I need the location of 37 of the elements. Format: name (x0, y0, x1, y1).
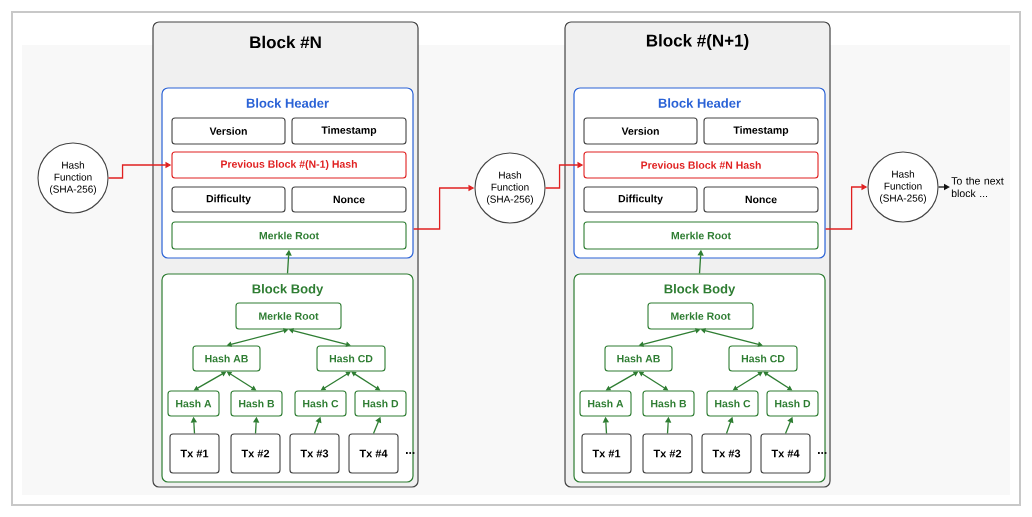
hash-box: Hash AB (192, 345, 261, 372)
hash-box: Hash CD (316, 345, 386, 372)
field-box: Nonce (291, 186, 407, 213)
transaction-box: Tx #2 (642, 433, 693, 474)
hash-box: Hash C (294, 390, 347, 417)
field-box: Timestamp (703, 117, 819, 145)
transaction-box: Tx #3 (289, 433, 340, 474)
note-text: To the next block ... (951, 176, 1004, 198)
field-box: Version (583, 117, 698, 145)
hash-box: Hash A (167, 390, 220, 417)
transaction-box: Tx #1 (581, 433, 632, 474)
field-box: Difficulty (583, 186, 698, 213)
hash-box: Merkle Root (171, 221, 407, 250)
ellipsis-text: ... (406, 452, 415, 454)
field-box: Nonce (703, 186, 819, 213)
hash-box: Hash A (579, 390, 632, 417)
hash-box: Hash CD (728, 345, 798, 372)
ellipsis-text: ... (818, 452, 827, 454)
transaction-box: Tx #4 (348, 433, 399, 474)
hash-box: Merkle Root (647, 302, 754, 330)
hash-box: Hash B (230, 390, 283, 417)
hash-field-box: Previous Block #(N-1) Hash (171, 151, 407, 179)
field-box: Version (171, 117, 286, 145)
transaction-box: Tx #2 (230, 433, 281, 474)
hash-box: Hash B (642, 390, 695, 417)
hash-box: Hash D (354, 390, 407, 417)
hash-box: Hash D (766, 390, 819, 417)
transaction-box: Tx #4 (760, 433, 811, 474)
hash-box: Hash AB (604, 345, 673, 372)
field-box: Timestamp (291, 117, 407, 145)
transaction-box: Tx #3 (701, 433, 752, 474)
hash-field-box: Previous Block #N Hash (583, 151, 819, 179)
hash-box: Merkle Root (235, 302, 342, 330)
field-box: Difficulty (171, 186, 286, 213)
hash-box: Hash C (706, 390, 759, 417)
hash-box: Merkle Root (583, 221, 819, 250)
transaction-box: Tx #1 (169, 433, 220, 474)
